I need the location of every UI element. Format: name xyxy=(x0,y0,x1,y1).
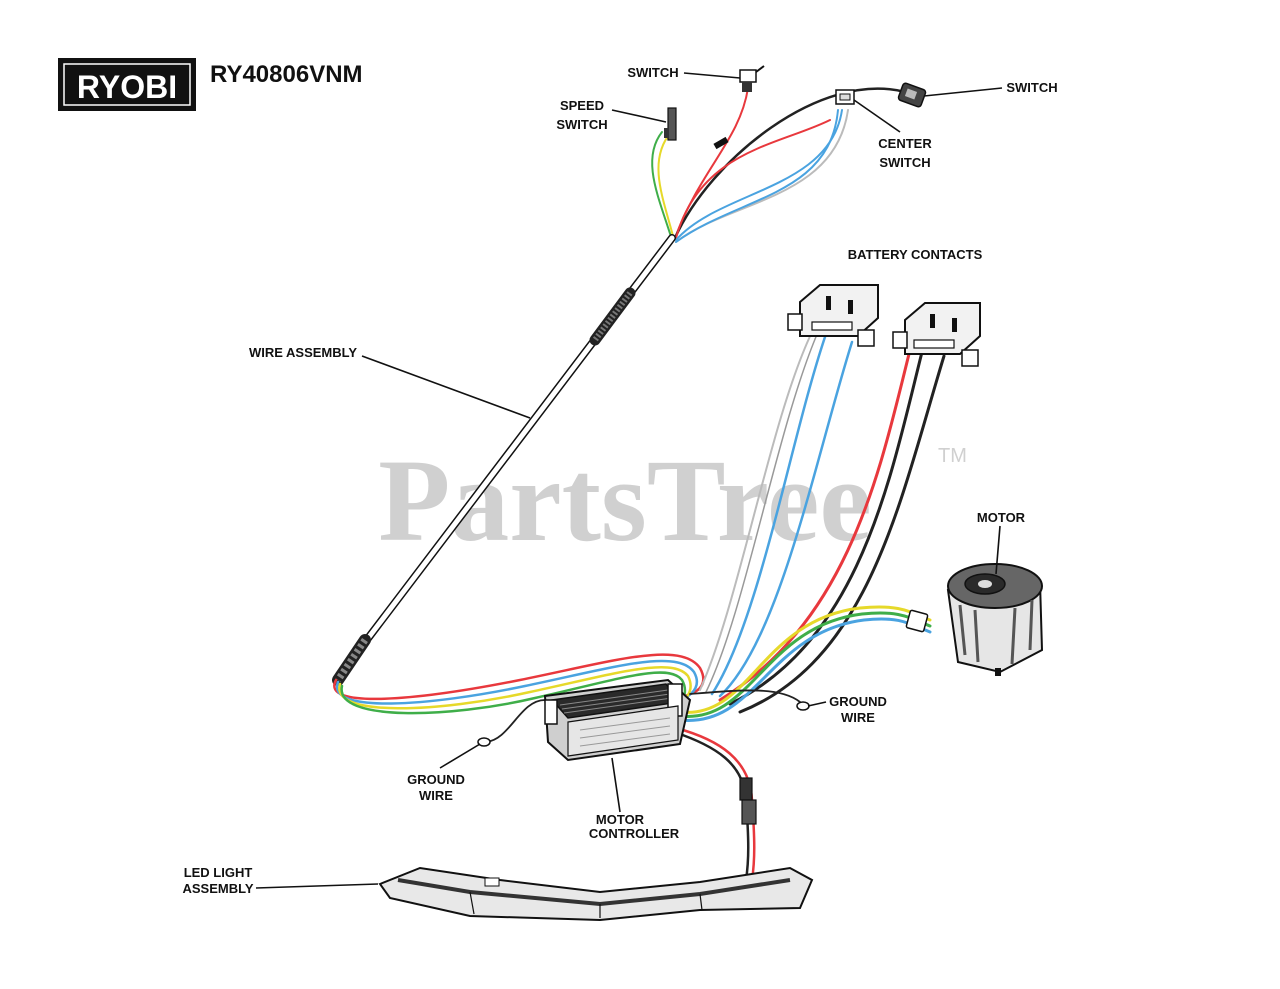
label-switch-top: SWITCH xyxy=(627,65,678,80)
led-light-assembly-part xyxy=(378,866,814,922)
label-ground-wire-left-line2: WIRE xyxy=(419,788,453,803)
label-motor-controller-line2: CONTROLLER xyxy=(589,826,680,841)
model-number: RY40806VNM xyxy=(210,61,363,88)
label-battery-contacts: BATTERY CONTACTS xyxy=(848,247,983,262)
label-ground-wire-right-line2: WIRE xyxy=(841,710,875,725)
label-led-light-assembly-line2: ASSEMBLY xyxy=(182,881,253,896)
ground-wire-left-terminal xyxy=(477,737,491,747)
leader-lines xyxy=(255,72,1003,889)
motor-wires xyxy=(678,605,932,722)
label-switch-right: SWITCH xyxy=(1006,80,1057,95)
label-speed-switch-line2: SWITCH xyxy=(556,117,607,132)
upper-harness-wires xyxy=(651,87,907,243)
motor-part xyxy=(946,563,1044,676)
label-wire-assembly: WIRE ASSEMBLY xyxy=(249,345,357,360)
label-ground-wire-left-line1: GROUND xyxy=(407,772,465,787)
label-ground-wire-right-line1: GROUND xyxy=(829,694,887,709)
speed-switch-part xyxy=(664,107,677,141)
label-motor-controller-line1: MOTOR xyxy=(596,812,645,827)
watermark-trademark: TM xyxy=(938,445,967,467)
led-connector-part xyxy=(739,777,757,825)
center-switch-part xyxy=(835,89,855,105)
label-center-switch-line2: SWITCH xyxy=(879,155,930,170)
label-motor: MOTOR xyxy=(977,510,1026,525)
battery-contact-right xyxy=(892,302,981,367)
ground-wire-right-terminal xyxy=(796,701,810,711)
ground-wires xyxy=(477,689,810,747)
motor-controller-part xyxy=(543,678,692,762)
watermark-text: PartsTree xyxy=(378,435,872,566)
battery-contact-wires xyxy=(699,331,946,714)
ryobi-logo: RYOBI xyxy=(58,58,196,111)
label-speed-switch-line1: SPEED xyxy=(560,98,604,113)
right-switch-part xyxy=(897,82,927,108)
label-center-switch-line1: CENTER xyxy=(878,136,932,151)
battery-contact-left xyxy=(787,284,879,347)
label-led-light-assembly-line1: LED LIGHT xyxy=(184,865,253,880)
logo-text: RYOBI xyxy=(77,69,177,105)
wire-assembly xyxy=(332,234,676,686)
top-switch-part xyxy=(739,65,765,92)
